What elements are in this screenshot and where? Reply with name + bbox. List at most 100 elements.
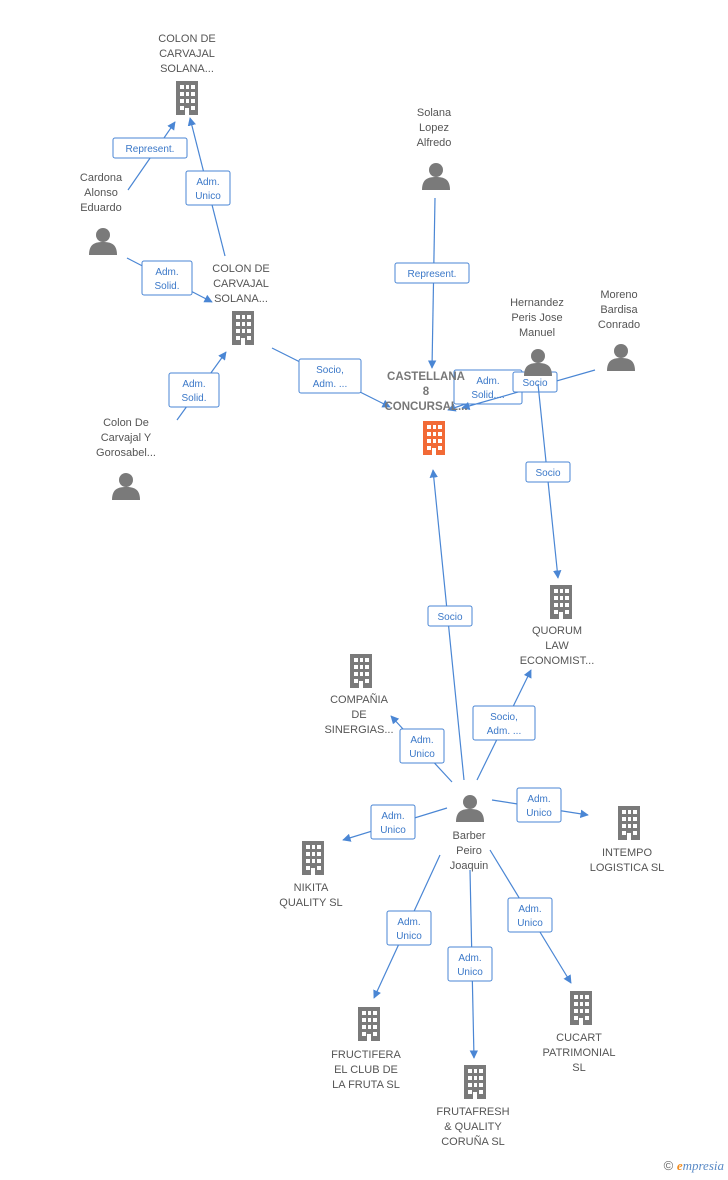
brand-watermark: © empresia bbox=[664, 1158, 724, 1174]
node-colon2[interactable]: COLON DECARVAJALSOLANA... bbox=[212, 263, 270, 345]
node-label: Cardona bbox=[80, 172, 123, 184]
node-label: Alfredo bbox=[417, 137, 452, 149]
node-label: ECONOMIST... bbox=[520, 655, 595, 667]
node-label: LA FRUTA SL bbox=[332, 1079, 400, 1091]
node-label: Gorosabel... bbox=[96, 447, 156, 459]
node-label: LOGISTICA SL bbox=[590, 862, 665, 874]
edge-label[interactable]: Socio, Adm. ... bbox=[298, 358, 362, 394]
edge-label-box bbox=[516, 787, 562, 823]
node-label: SINERGIAS... bbox=[324, 724, 393, 736]
edge-label[interactable]: Adm.Unico bbox=[507, 897, 553, 933]
edge-label[interactable]: Adm.Unico bbox=[386, 910, 432, 946]
node-main[interactable]: CASTELLANA8CONCURSAL... bbox=[384, 371, 468, 455]
edge-label-box bbox=[525, 461, 571, 483]
node-label: CONCURSAL... bbox=[384, 401, 467, 413]
building-icon bbox=[358, 1007, 380, 1041]
edge-label-text: Adm. bbox=[196, 177, 219, 188]
person-icon bbox=[422, 163, 450, 190]
edge-label-text: Adm. bbox=[458, 953, 481, 964]
node-label: 8 bbox=[423, 386, 430, 398]
edge-label-text: Socio, bbox=[316, 365, 344, 376]
building-icon bbox=[176, 81, 198, 115]
brand-logo-initial: e bbox=[676, 1158, 683, 1173]
edge-label-box bbox=[399, 728, 445, 764]
node-compania[interactable]: COMPAÑIA DE SINERGIAS... bbox=[324, 654, 394, 736]
edge-label-text: Adm. bbox=[182, 379, 205, 390]
person-icon bbox=[456, 795, 484, 822]
node-label: Peris Jose bbox=[511, 312, 562, 324]
edge-label-text: Adm. ... bbox=[313, 379, 347, 390]
edge-label-box bbox=[370, 804, 416, 840]
node-label: Carvajal Y bbox=[101, 432, 152, 444]
edge-label[interactable]: Adm.Solid. bbox=[141, 260, 193, 296]
node-label: COMPAÑIA bbox=[330, 693, 389, 706]
node-label: CARVAJAL bbox=[159, 48, 215, 60]
edge-e15: Adm.Unico bbox=[373, 854, 441, 999]
building-icon bbox=[232, 311, 254, 345]
node-label: Lopez bbox=[419, 122, 449, 134]
building-icon bbox=[570, 991, 592, 1025]
edge-label[interactable]: Adm.Unico bbox=[370, 804, 416, 840]
edge-label[interactable]: Adm.Unico bbox=[399, 728, 445, 764]
node-label: NIKITA bbox=[294, 882, 329, 894]
edge-e10: Socio bbox=[427, 469, 473, 781]
edge-label[interactable]: Adm.Unico bbox=[447, 946, 493, 982]
edge-label-text: Adm. bbox=[476, 376, 499, 387]
edge-label-text: Adm. bbox=[518, 904, 541, 915]
node-label: PATRIMONIAL bbox=[543, 1047, 616, 1059]
edge-label-text: Adm. ... bbox=[487, 726, 521, 737]
edge-label-text: Unico bbox=[409, 749, 435, 760]
edge-label-box bbox=[447, 946, 493, 982]
edge-label[interactable]: Adm.Unico bbox=[516, 787, 562, 823]
edge-label-box bbox=[185, 170, 231, 206]
building-icon bbox=[350, 654, 372, 688]
edge-label[interactable]: Represent. bbox=[112, 137, 188, 159]
edge-label-text: Socio bbox=[437, 612, 462, 623]
node-label: FRUTAFRESH bbox=[436, 1106, 509, 1118]
edge-label-box bbox=[427, 605, 473, 627]
person-icon bbox=[607, 344, 635, 371]
edge-label-text: Unico bbox=[526, 808, 552, 819]
edge-e5: Socio, Adm. ... bbox=[271, 347, 391, 408]
node-label: Bardisa bbox=[600, 304, 638, 316]
edge-label-box bbox=[112, 137, 188, 159]
node-label: EL CLUB DE bbox=[334, 1064, 398, 1076]
edge-label[interactable]: Socio bbox=[525, 461, 571, 483]
building-icon bbox=[618, 806, 640, 840]
edge-label-box bbox=[507, 897, 553, 933]
edge-label-text: Socio bbox=[535, 468, 560, 479]
node-label: LAW bbox=[545, 640, 569, 652]
edge-e11: Socio, Adm. ... bbox=[472, 669, 536, 781]
edge-label[interactable]: Socio, Adm. ... bbox=[472, 705, 536, 741]
edge-label-text: Solid. bbox=[154, 281, 179, 292]
edge-label-text: Unico bbox=[380, 825, 406, 836]
node-label: Alonso bbox=[84, 187, 118, 199]
edge-e2: Adm.Unico bbox=[185, 117, 231, 257]
node-label: COLON DE bbox=[158, 33, 215, 45]
node-quorum[interactable]: QUORUMLAWECONOMIST... bbox=[520, 585, 595, 667]
node-label: Eduardo bbox=[80, 202, 122, 214]
node-label: DE bbox=[351, 709, 366, 721]
brand-logo-text: mpresia bbox=[682, 1158, 724, 1173]
edge-e14: Adm.Unico bbox=[342, 804, 448, 842]
edge-label[interactable]: Adm.Solid. bbox=[168, 372, 220, 408]
node-colon1[interactable]: COLON DECARVAJALSOLANA... bbox=[158, 33, 216, 115]
building-icon bbox=[302, 841, 324, 875]
edge-label[interactable]: Socio bbox=[427, 605, 473, 627]
edge-e12: Adm.Unico bbox=[390, 715, 453, 783]
edge-label[interactable]: Adm.Unico bbox=[185, 170, 231, 206]
edge-label-text: Socio, bbox=[490, 712, 518, 723]
edge-label[interactable]: Represent. bbox=[394, 262, 470, 284]
